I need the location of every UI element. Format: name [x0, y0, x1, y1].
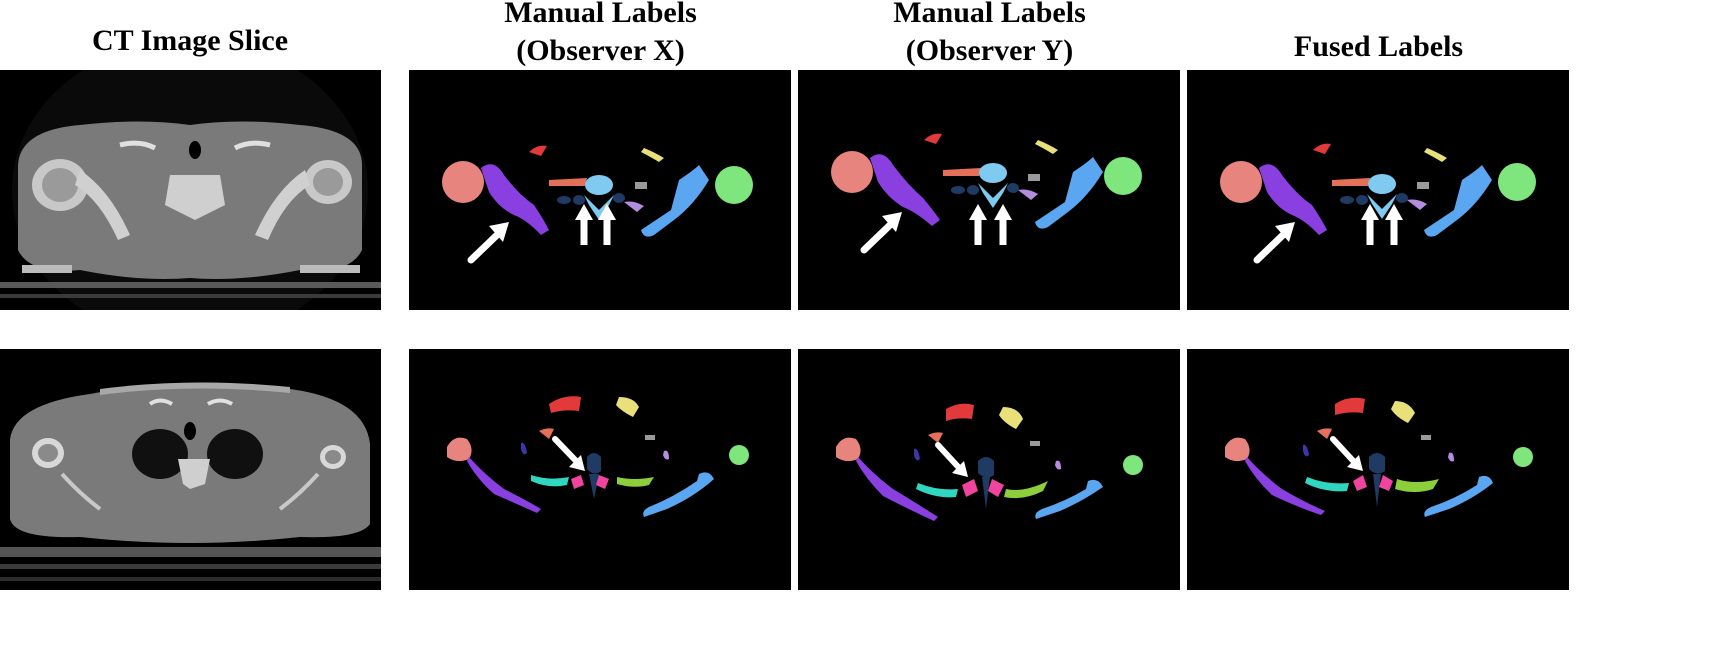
header-line: Manual Labels: [504, 0, 697, 29]
labels-fused-row2: [1187, 349, 1569, 590]
header-observer-y: Manual Labels (Observer Y): [798, 0, 1181, 70]
header-fused-labels: Fused Labels: [1187, 28, 1570, 66]
ct-image-row1: [0, 70, 381, 310]
header-ct-image-slice: CT Image Slice: [0, 22, 380, 60]
header-line: Manual Labels: [893, 0, 1086, 29]
header-observer-x: Manual Labels (Observer X): [409, 0, 792, 70]
labels-observer-x-row1: [409, 70, 791, 310]
labels-observer-x-row2: [409, 349, 791, 590]
labels-fused-row1: [1187, 70, 1569, 310]
labels-observer-y-row1: [798, 70, 1180, 310]
header-line: CT Image Slice: [91, 24, 289, 57]
header-line: (Observer X): [516, 34, 685, 67]
ct-image-row2: [0, 349, 381, 590]
header-line: (Observer Y): [905, 34, 1074, 67]
header-line: Fused Labels: [1293, 30, 1464, 63]
labels-observer-y-row2: [798, 349, 1180, 590]
